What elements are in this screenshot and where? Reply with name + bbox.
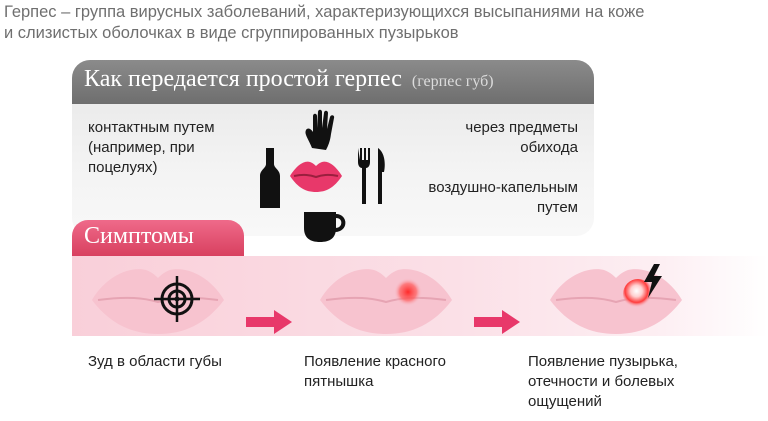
stage-3-line-2: отечности и болевых: [528, 373, 675, 390]
target-icon: [154, 276, 200, 322]
airborne-line-2: путем: [537, 199, 578, 216]
stage-3-line-1: Появление пузырька,: [528, 353, 678, 370]
objects-route-text: через предметы обихода: [465, 118, 578, 158]
arrow-right-icon: [474, 310, 520, 334]
contact-line-2: (например, при: [88, 139, 195, 156]
contact-route-text: контактным путем (например, при поцелуях…: [88, 118, 215, 178]
airborne-line-1: воздушно-капельным: [428, 179, 578, 196]
transmission-subtitle: (герпес губ): [411, 73, 494, 90]
bottle-icon: [260, 148, 280, 208]
symptoms-tab: Симптомы: [72, 220, 244, 256]
symptoms-title: Симптомы: [84, 223, 194, 249]
stage-3-line-3: ощущений: [528, 393, 602, 410]
stage-1-line-1: Зуд в области губы: [88, 353, 222, 370]
stage-1-label: Зуд в области губы: [88, 352, 222, 372]
intro-line-2: и слизистых оболочках в виде сгруппирова…: [4, 24, 459, 42]
transmission-title: Как передается простой герпес (герпес гу…: [84, 66, 494, 93]
airborne-route-text: воздушно-капельным путем: [428, 178, 578, 218]
hand-icon: [305, 109, 335, 150]
lips-icon: [290, 161, 342, 192]
transmission-header: Как передается простой герпес (герпес гу…: [72, 60, 594, 104]
intro-text: Герпес – группа вирусных заболеваний, ха…: [4, 2, 764, 44]
cup-icon: [304, 212, 346, 242]
arrow-right-icon: [246, 310, 292, 334]
lips-blister-image: [550, 269, 682, 334]
objects-line-2: обихода: [520, 139, 578, 156]
intro-line-1: Герпес – группа вирусных заболеваний, ха…: [4, 3, 645, 21]
contact-line-1: контактным путем: [88, 119, 215, 136]
stage-2-line-2: пятнышка: [304, 373, 374, 390]
fork-knife-icon: [358, 148, 385, 204]
transmission-title-text: Как передается простой герпес: [84, 66, 402, 92]
contact-line-3: поцелуях): [88, 159, 158, 176]
stage-2-label: Появление красного пятнышка: [304, 352, 446, 392]
lips-red-spot-image: [320, 269, 452, 334]
objects-line-1: через предметы: [465, 119, 578, 136]
lightning-icon: [644, 264, 662, 298]
stage-3-label: Появление пузырька, отечности и болевых …: [528, 352, 678, 412]
stage-2-line-1: Появление красного: [304, 353, 446, 370]
